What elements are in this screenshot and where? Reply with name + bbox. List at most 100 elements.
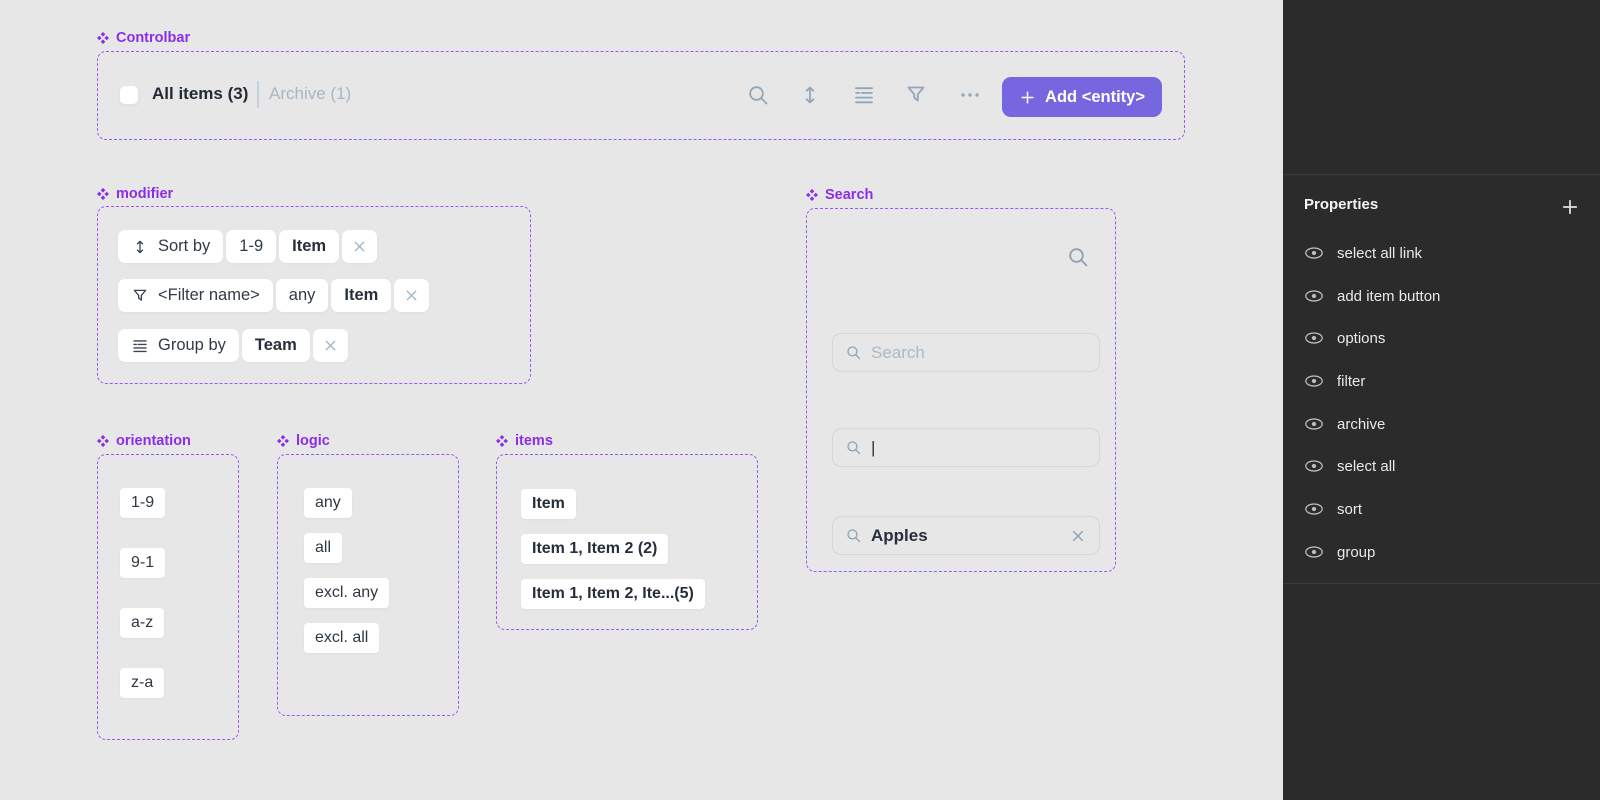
component-icon	[97, 31, 109, 44]
frame-label-text: modifier	[116, 185, 174, 202]
search-icon[interactable]	[746, 83, 770, 107]
component-icon	[806, 188, 818, 201]
filter-icon[interactable]	[904, 83, 928, 107]
add-entity-button[interactable]: Add <entity>	[1002, 77, 1162, 117]
eye-icon[interactable]	[1304, 374, 1324, 388]
remove-filter-button[interactable]	[394, 279, 430, 312]
logic-option[interactable]: excl. any	[304, 578, 390, 608]
tab-archive[interactable]: Archive (1)	[269, 84, 352, 103]
search-input[interactable]	[871, 525, 1060, 546]
property-row[interactable]: select all link	[1304, 242, 1422, 264]
eye-icon[interactable]	[1304, 502, 1324, 516]
frame-label-text: orientation	[116, 432, 191, 449]
search-input-focused	[832, 428, 1100, 467]
filter-logic-segment[interactable]: any	[275, 279, 329, 312]
property-row[interactable]: filter	[1304, 370, 1365, 392]
remove-sort-button[interactable]	[342, 230, 378, 263]
sort-orientation-segment[interactable]: 1-9	[226, 230, 277, 263]
search-icon	[847, 346, 861, 360]
frame-label-orientation[interactable]: orientation	[97, 432, 191, 449]
orientation-option[interactable]: 9-1	[120, 548, 166, 578]
frame-label-search[interactable]: Search	[806, 186, 873, 203]
logic-option[interactable]: any	[304, 488, 352, 518]
sort-entity-segment[interactable]: Item	[279, 230, 340, 263]
frame-label-text: Controlbar	[116, 29, 191, 46]
frame-label-text: logic	[296, 432, 330, 449]
items-option[interactable]: Item 1, Item 2 (2)	[521, 534, 669, 564]
eye-icon[interactable]	[1304, 289, 1324, 303]
panel-title: Properties	[1304, 196, 1379, 213]
sort-icon[interactable]	[798, 83, 822, 107]
logic-option[interactable]: excl. all	[304, 623, 380, 653]
close-icon	[354, 241, 365, 252]
frame-label-text: items	[515, 432, 553, 449]
search-icon[interactable]	[1066, 245, 1090, 269]
orientation-option[interactable]: 1-9	[120, 488, 166, 518]
group-by-label: Group by	[158, 336, 226, 354]
group-value-segment[interactable]: Team	[241, 329, 310, 362]
component-icon	[496, 434, 508, 447]
remove-group-button[interactable]	[312, 329, 348, 362]
orientation-option[interactable]: a-z	[120, 608, 165, 638]
filter-entity-segment[interactable]: Item	[331, 279, 392, 312]
items-frame[interactable]	[496, 454, 758, 630]
eye-icon[interactable]	[1304, 331, 1324, 345]
tab-all-items[interactable]: All items (3)	[152, 84, 249, 103]
frame-label-items[interactable]: items	[496, 432, 553, 449]
plus-icon	[1021, 90, 1034, 104]
orientation-frame[interactable]	[97, 454, 239, 740]
search-input[interactable]	[871, 342, 1087, 363]
sort-by-label: Sort by	[158, 237, 211, 255]
property-row[interactable]: archive	[1304, 413, 1385, 435]
component-icon	[97, 187, 109, 200]
search-frame[interactable]	[806, 208, 1116, 572]
property-row[interactable]: options	[1304, 327, 1385, 349]
clear-search-icon[interactable]	[1069, 527, 1087, 545]
more-icon[interactable]	[958, 83, 982, 107]
component-icon	[97, 434, 109, 447]
add-property-icon[interactable]	[1560, 197, 1580, 217]
search-icon	[847, 441, 861, 455]
items-option[interactable]: Item	[521, 489, 576, 519]
panel-divider	[1283, 583, 1600, 584]
property-row[interactable]: group	[1304, 541, 1375, 563]
property-label: select all link	[1337, 244, 1423, 262]
filter-name-label: <Filter name>	[158, 286, 260, 304]
add-entity-label: Add <entity>	[1045, 87, 1145, 106]
frame-label-logic[interactable]: logic	[277, 432, 330, 449]
logic-option[interactable]: all	[304, 533, 343, 563]
filter-name-segment[interactable]: <Filter name>	[118, 279, 273, 312]
group-icon	[133, 339, 147, 352]
search-input[interactable]	[871, 437, 1087, 458]
property-label: options	[1337, 329, 1386, 347]
frame-label-text: Search	[825, 186, 874, 203]
tab-separator	[257, 81, 259, 108]
select-all-checkbox[interactable]	[119, 85, 139, 105]
eye-icon[interactable]	[1304, 246, 1324, 260]
property-label: select all	[1337, 457, 1396, 475]
sort-by-segment[interactable]: Sort by	[118, 230, 224, 263]
property-row[interactable]: sort	[1304, 498, 1362, 520]
eye-icon[interactable]	[1304, 459, 1324, 473]
group-icon[interactable]	[852, 83, 876, 107]
eye-icon[interactable]	[1304, 545, 1324, 559]
property-row[interactable]: add item button	[1304, 285, 1440, 307]
items-option[interactable]: Item 1, Item 2, Ite...(5)	[521, 579, 705, 609]
modifier-frame[interactable]	[97, 206, 531, 384]
search-icon	[847, 529, 861, 543]
frame-label-modifier[interactable]: modifier	[97, 185, 173, 202]
filter-icon	[133, 289, 147, 301]
controlbar-frame[interactable]	[97, 51, 1185, 140]
close-icon	[325, 340, 336, 351]
orientation-option[interactable]: z-a	[120, 668, 165, 698]
property-label: add item button	[1337, 287, 1441, 305]
group-by-segment[interactable]: Group by	[118, 329, 239, 362]
logic-frame[interactable]	[277, 454, 459, 716]
eye-icon[interactable]	[1304, 417, 1324, 431]
property-row[interactable]: select all	[1304, 455, 1395, 477]
group-modifier-row: Group by Team	[118, 329, 348, 362]
frame-label-controlbar[interactable]: Controlbar	[97, 29, 190, 46]
property-label: archive	[1337, 415, 1386, 433]
close-icon	[406, 290, 417, 301]
search-input-empty	[832, 333, 1100, 372]
